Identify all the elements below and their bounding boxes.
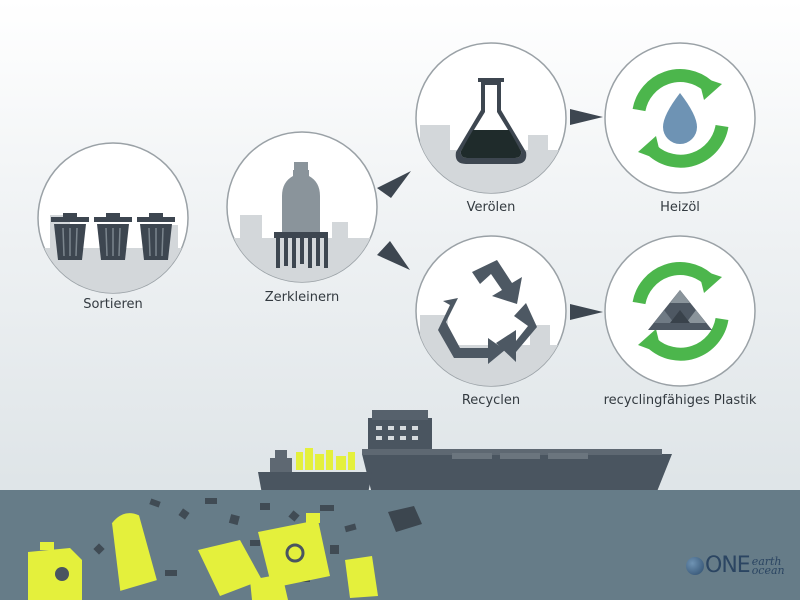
trash-bins-icon [51,213,175,260]
plastic-granules-cycle-icon [632,262,729,361]
label-zerkleinern: Zerkleinern [264,290,340,305]
plastic-debris [28,498,422,600]
arrow-to-recyclen [377,241,410,270]
step-circle-sortieren [37,142,189,294]
shredder-bottle-icon [274,162,328,268]
flask-icon [455,78,527,164]
arrow-to-veroelen [377,171,411,198]
step-circle-plastik [604,235,756,387]
oil-drop-cycle-icon [632,69,729,168]
logo-bottom: ocean [751,563,785,577]
recycle-icon [438,260,537,364]
label-heizoel: Heizöl [660,200,700,215]
label-veroelen: Verölen [466,200,516,215]
label-sortieren: Sortieren [83,297,143,312]
step-circle-veroelen [415,42,567,194]
step-circle-zerkleinern [226,131,378,283]
label-recyclen: Recyclen [461,393,521,408]
step-circle-recyclen [415,235,567,387]
barge [258,448,372,494]
logo-top: earth [751,554,782,568]
label-plastik: recyclingfähiges Plastik [603,393,757,408]
one-earth-ocean-logo: ONE earth ocean [686,553,785,578]
logo-main: ONE [705,553,751,578]
globe-icon [686,556,704,575]
cargo-ship [362,410,672,494]
arrow-to-plastik [570,304,603,320]
arrow-to-heizoel [570,109,603,125]
step-circle-heizoel [604,42,756,194]
